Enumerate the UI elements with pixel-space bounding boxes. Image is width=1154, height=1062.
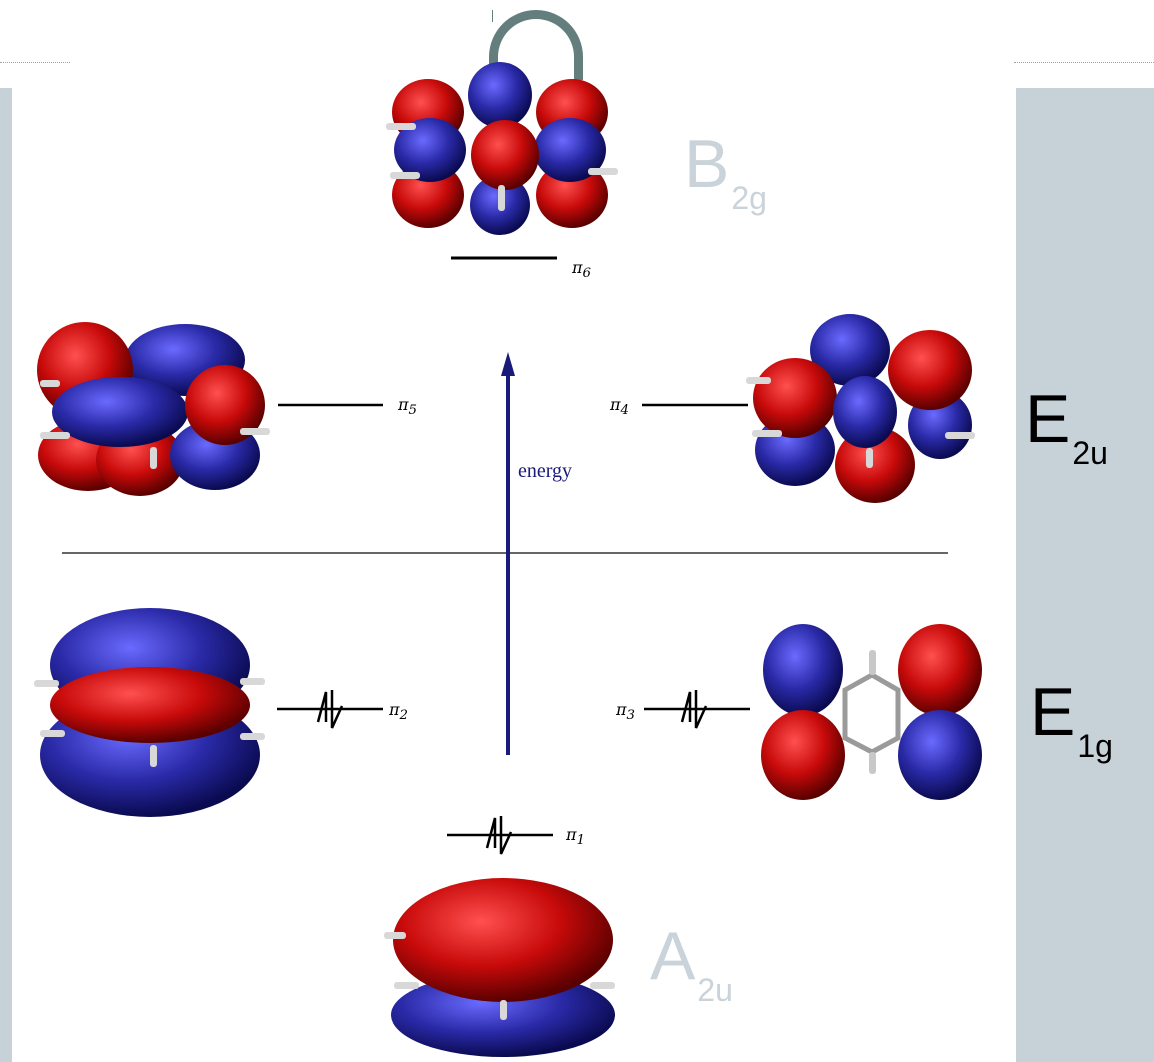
label-pi5: π5 <box>398 395 417 419</box>
top-left-dotted-rule <box>0 62 70 63</box>
label-pi2: π2 <box>389 700 408 724</box>
level-pi3 <box>644 690 750 729</box>
energy-arrow <box>501 352 515 755</box>
level-pi2 <box>277 690 383 729</box>
label-pi3: π3 <box>616 700 635 724</box>
right-sidebar-bar <box>1016 88 1154 1062</box>
orbital-pi2-image <box>34 608 265 817</box>
orbital-pi3-image <box>761 624 982 800</box>
orbital-pi4-image <box>746 314 975 503</box>
symmetry-label-b2g: B2g <box>684 126 767 216</box>
orbital-pi5-image <box>37 322 270 496</box>
left-sidebar-bar <box>0 88 12 1062</box>
label-pi6: π6 <box>572 258 591 282</box>
top-arch-decoration <box>489 10 583 80</box>
level-pi1 <box>447 816 553 855</box>
symmetry-label-e1g: E1g <box>1030 674 1113 764</box>
symmetry-label-e2u: E2u <box>1025 381 1108 471</box>
energy-axis-label: energy <box>518 460 573 482</box>
label-pi4: π4 <box>610 395 629 419</box>
top-right-dotted-rule <box>1014 62 1154 63</box>
top-tick-mark <box>492 10 493 22</box>
orbital-pi6-image <box>386 62 618 235</box>
orbital-pi1-image <box>384 878 615 1057</box>
label-pi1: π1 <box>566 825 585 849</box>
symmetry-label-a2u: A2u <box>650 918 733 1008</box>
